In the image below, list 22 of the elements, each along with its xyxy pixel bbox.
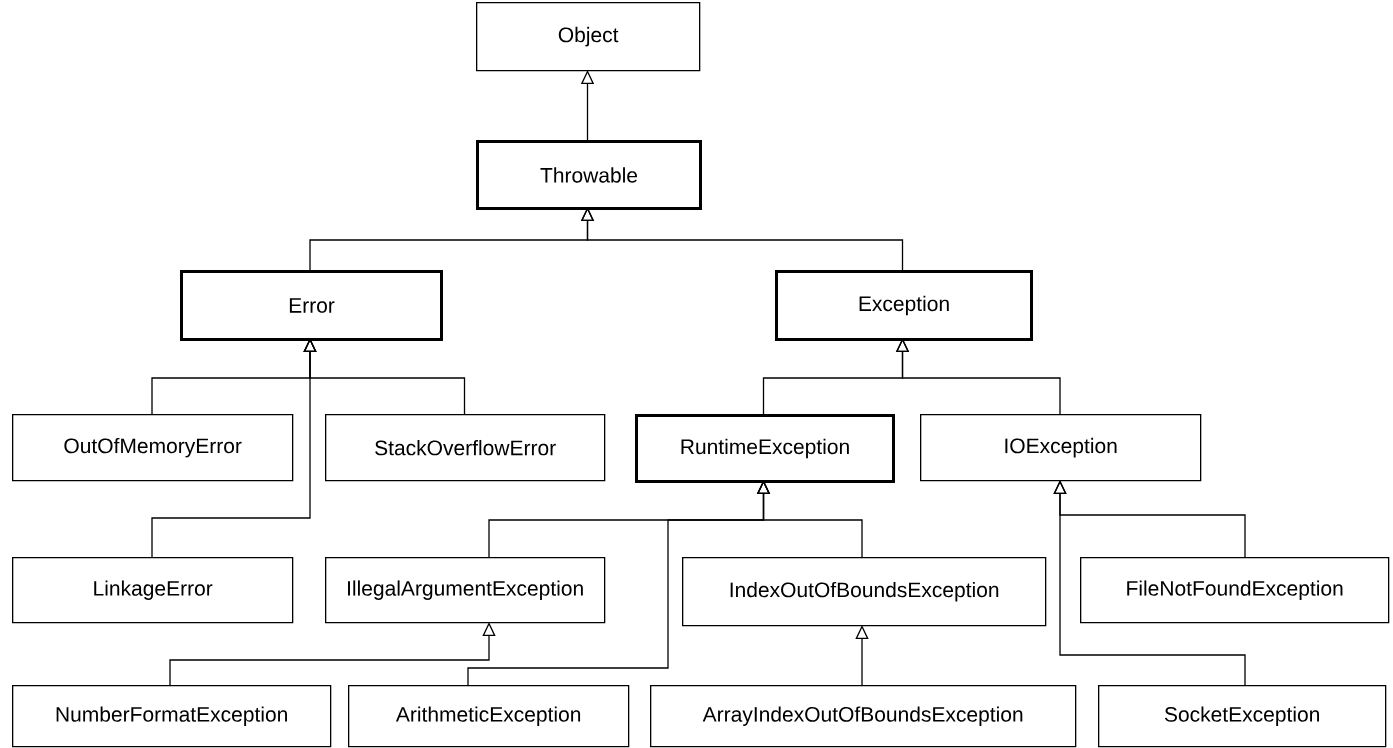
class-box: Object (476, 2, 701, 72)
class-box: IOException (920, 414, 1202, 482)
class-box: StackOverflowError (325, 414, 606, 482)
inheritance-arrow (169, 622, 496, 686)
class-box: Error (180, 270, 443, 341)
class-box: IndexOutOfBoundsException (682, 557, 1047, 627)
class-box: NumberFormatException (12, 685, 332, 748)
class-box: LinkageError (12, 557, 294, 624)
inheritance-arrow (151, 338, 317, 558)
class-box: OutOfMemoryError (12, 414, 294, 482)
inheritance-arrow (580, 207, 904, 271)
class-box: SocketException (1098, 685, 1387, 748)
class-box: FileNotFoundException (1080, 557, 1390, 624)
inheritance-arrow (855, 625, 869, 686)
inheritance-arrow (895, 338, 1061, 415)
class-box: Throwable (476, 140, 702, 210)
class-box: IllegalArgumentException (325, 557, 606, 624)
class-box: ArrayIndexOutOfBoundsException (650, 685, 1077, 748)
class-box: Exception (775, 270, 1033, 341)
class-box: ArithmeticException (348, 685, 630, 748)
class-box: RuntimeException (635, 414, 895, 483)
inheritance-arrow (1053, 480, 1246, 686)
